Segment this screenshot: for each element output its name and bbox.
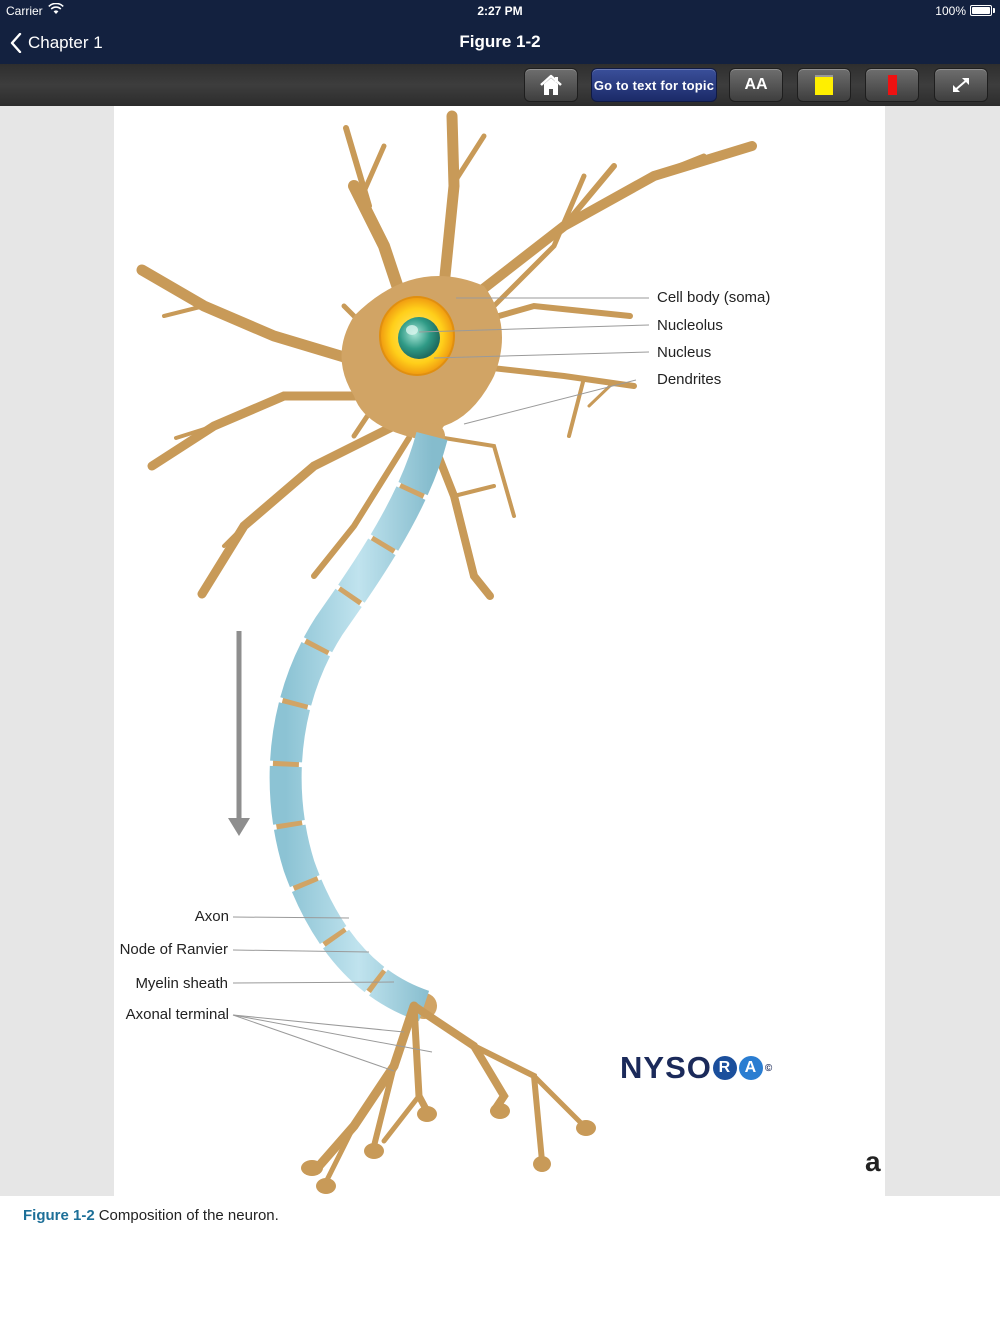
caption-number: Figure 1-2 — [23, 1207, 95, 1224]
toolbar: Go to text for topic AA — [0, 64, 1000, 106]
label-myelin-sheath: Myelin sheath — [135, 975, 228, 992]
neuron-figure[interactable]: Cell body (soma) Nucleolus Nucleus Dendr… — [114, 106, 885, 1196]
yellow-note-icon — [815, 75, 833, 95]
logo-copyright: © — [764, 1062, 774, 1074]
expand-icon — [953, 78, 969, 92]
red-bookmark-button[interactable] — [865, 68, 919, 102]
back-button[interactable]: Chapter 1 — [10, 28, 103, 58]
yellow-highlight-button[interactable] — [797, 68, 851, 102]
carrier-label: Carrier — [6, 4, 43, 18]
status-bar: Carrier 2:27 PM 100% — [0, 0, 1000, 22]
panel-letter: a — [865, 1146, 881, 1177]
label-cell-body: Cell body (soma) — [657, 289, 771, 306]
logo-r: R — [712, 1056, 737, 1080]
battery-percent: 100% — [935, 4, 966, 18]
font-size-icon: AA — [744, 76, 768, 93]
chevron-left-icon — [10, 33, 22, 53]
fullscreen-button[interactable] — [934, 68, 988, 102]
logo-a: A — [738, 1056, 763, 1080]
nysora-logo: NYSO R A © — [620, 1050, 773, 1086]
label-dendrites: Dendrites — [657, 371, 722, 388]
bookmark-icon — [887, 75, 897, 95]
navigation-bar: Chapter 1 Figure 1-2 — [0, 22, 1000, 64]
back-button-label: Chapter 1 — [28, 33, 103, 52]
font-size-button[interactable]: AA — [729, 68, 783, 102]
battery-icon — [970, 5, 995, 16]
neuron-illustration — [136, 110, 757, 1194]
home-button[interactable] — [524, 68, 578, 102]
label-axon: Axon — [194, 908, 229, 925]
label-axonal-terminal: Axonal terminal — [125, 1006, 229, 1023]
label-nucleus: Nucleus — [657, 344, 712, 361]
clock: 2:27 PM — [477, 4, 523, 18]
wifi-icon — [48, 3, 64, 14]
home-icon — [540, 74, 562, 95]
go-to-text-button[interactable]: Go to text for topic — [591, 68, 717, 102]
go-to-text-label: Go to text for topic — [593, 77, 715, 93]
logo-prefix: NYSO — [620, 1050, 712, 1085]
content-area: Cell body (soma) Nucleolus Nucleus Dendr… — [0, 106, 1000, 1196]
page-title: Figure 1-2 — [459, 32, 541, 51]
label-node-of-ranvier: Node of Ranvier — [119, 941, 228, 958]
caption-text: Composition of the neuron. — [98, 1207, 279, 1224]
label-nucleolus: Nucleolus — [657, 317, 723, 334]
